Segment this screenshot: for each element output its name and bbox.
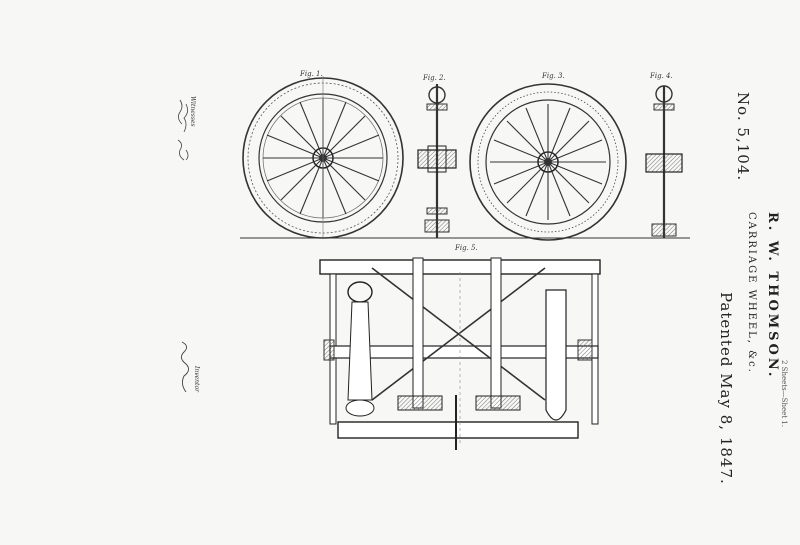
carriage-frame-figure-5 <box>319 257 601 450</box>
patent-number: No. 5,104. <box>734 92 752 182</box>
patent-title: CARRIAGE WHEEL, &c. <box>746 212 757 374</box>
fig-2-label: Fig. 2. <box>423 74 446 82</box>
inventor-signature <box>181 341 189 393</box>
witnesses-label: Witnesses <box>189 96 196 127</box>
axle-section-figure-4 <box>645 85 683 238</box>
sheet-label: 2 Sheets—Sheet 1. <box>780 360 788 427</box>
fig-3-label: Fig. 3. <box>542 72 565 80</box>
inventor-name: R. W. THOMSON. <box>765 212 780 380</box>
fig-4-label: Fig. 4. <box>650 72 673 80</box>
witness-signatures <box>177 99 189 161</box>
fig-1-label: Fig. 1. <box>300 70 323 78</box>
axle-section-figure-2 <box>417 84 457 238</box>
patent-date: Patented May 8, 1847. <box>717 292 735 485</box>
inventor-label: Inventor <box>193 366 200 392</box>
wheel-figure-1 <box>242 76 404 239</box>
wheel-figure-3 <box>469 83 627 241</box>
fig-5-label: Fig. 5. <box>455 244 478 252</box>
